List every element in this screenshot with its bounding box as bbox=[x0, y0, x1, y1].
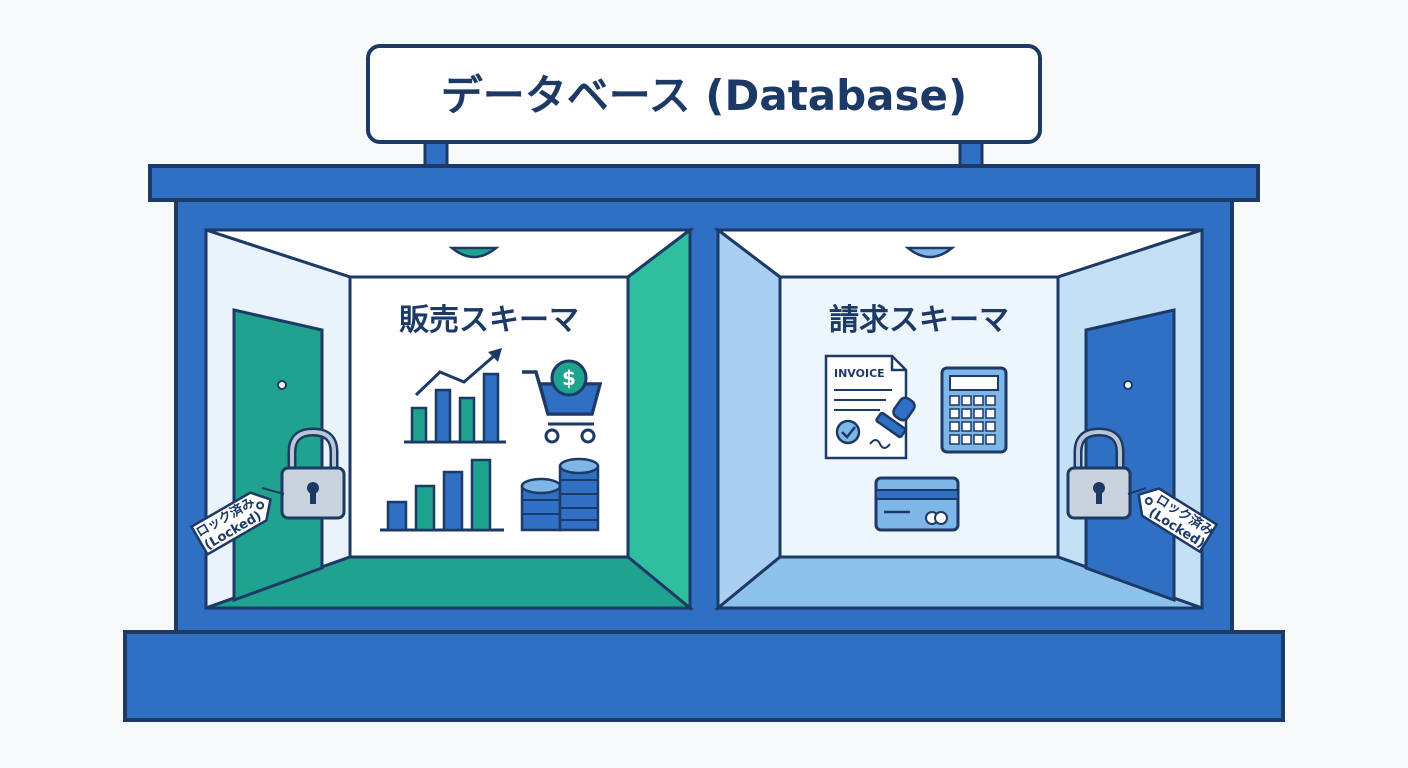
sign-title: データベース (Database) bbox=[441, 71, 967, 120]
invoice-icon: INVOICE bbox=[824, 354, 908, 460]
invoice-label: INVOICE bbox=[834, 367, 885, 380]
padlock-icon bbox=[1066, 427, 1132, 520]
padlock-icon bbox=[280, 427, 346, 520]
calculator-key bbox=[985, 408, 996, 419]
calculator-key bbox=[949, 434, 960, 445]
room-title-billing: 請求スキーマ bbox=[829, 303, 1009, 338]
stamp-icon bbox=[875, 396, 916, 439]
calculator-keys bbox=[949, 395, 996, 445]
dollar-sign-icon: $ bbox=[562, 366, 576, 390]
calculator-key bbox=[973, 408, 984, 419]
calculator-key bbox=[961, 408, 972, 419]
room-billing: 請求スキーマ INVOICE bbox=[713, 226, 1219, 612]
credit-card-icon bbox=[874, 476, 960, 532]
calculator-key bbox=[961, 434, 972, 445]
calculator-key bbox=[973, 434, 984, 445]
bar-chart-icon bbox=[380, 458, 504, 532]
calculator-key bbox=[961, 421, 972, 432]
calculator-key bbox=[985, 434, 996, 445]
room-sales: 販売スキーマ $ bbox=[189, 226, 695, 612]
calculator-icon bbox=[940, 366, 1008, 454]
line-chart-icon bbox=[404, 348, 506, 444]
calculator-key bbox=[949, 408, 960, 419]
room-title-sales: 販売スキーマ bbox=[399, 303, 579, 338]
calculator-key bbox=[949, 395, 960, 406]
database-sign: データベース (Database) bbox=[366, 44, 1042, 174]
calculator-key bbox=[961, 395, 972, 406]
calculator-key bbox=[973, 421, 984, 432]
coin-stack-icon bbox=[520, 457, 600, 532]
calculator-key bbox=[973, 395, 984, 406]
calculator-key bbox=[985, 421, 996, 432]
calculator-key bbox=[949, 421, 960, 432]
calculator-key bbox=[985, 395, 996, 406]
shopping-cart-icon: $ bbox=[522, 359, 603, 444]
